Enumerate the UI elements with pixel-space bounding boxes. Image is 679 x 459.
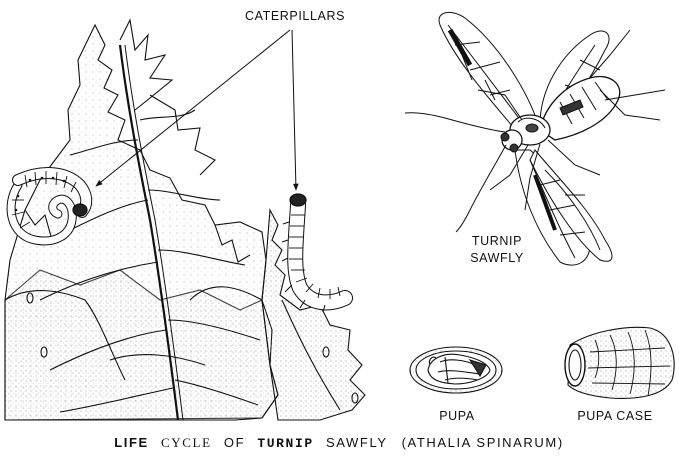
caption-part-sawfly: SAWFLY — [326, 435, 387, 450]
caption-part-cycle: CYCLE — [161, 435, 212, 450]
label-pupa-case: PUPA CASE — [577, 409, 652, 423]
label-turnip-sawfly-line2: SAWFLY — [470, 251, 524, 265]
label-caterpillars: CATERPILLARS — [245, 9, 345, 23]
caption-part-turnip: TURNIP — [257, 436, 313, 451]
caption-part-species: (ATHALIA SPINARUM) — [402, 435, 564, 450]
label-pupa: PUPA — [439, 409, 475, 423]
caption-part-life: LIFE — [114, 435, 149, 450]
diagram-caption: LIFE CYCLE OF TURNIP SAWFLY (ATHALIA SPI… — [114, 435, 564, 451]
turnip-side-leaf — [262, 210, 365, 420]
pupa-illustration — [410, 347, 502, 393]
upright-caterpillar — [282, 194, 345, 312]
caption-part-of: OF — [224, 435, 245, 450]
pupa-case-illustration — [565, 327, 674, 398]
label-turnip-sawfly-line1: TURNIP — [472, 234, 522, 248]
turnip-sawfly-illustration — [405, 12, 665, 265]
